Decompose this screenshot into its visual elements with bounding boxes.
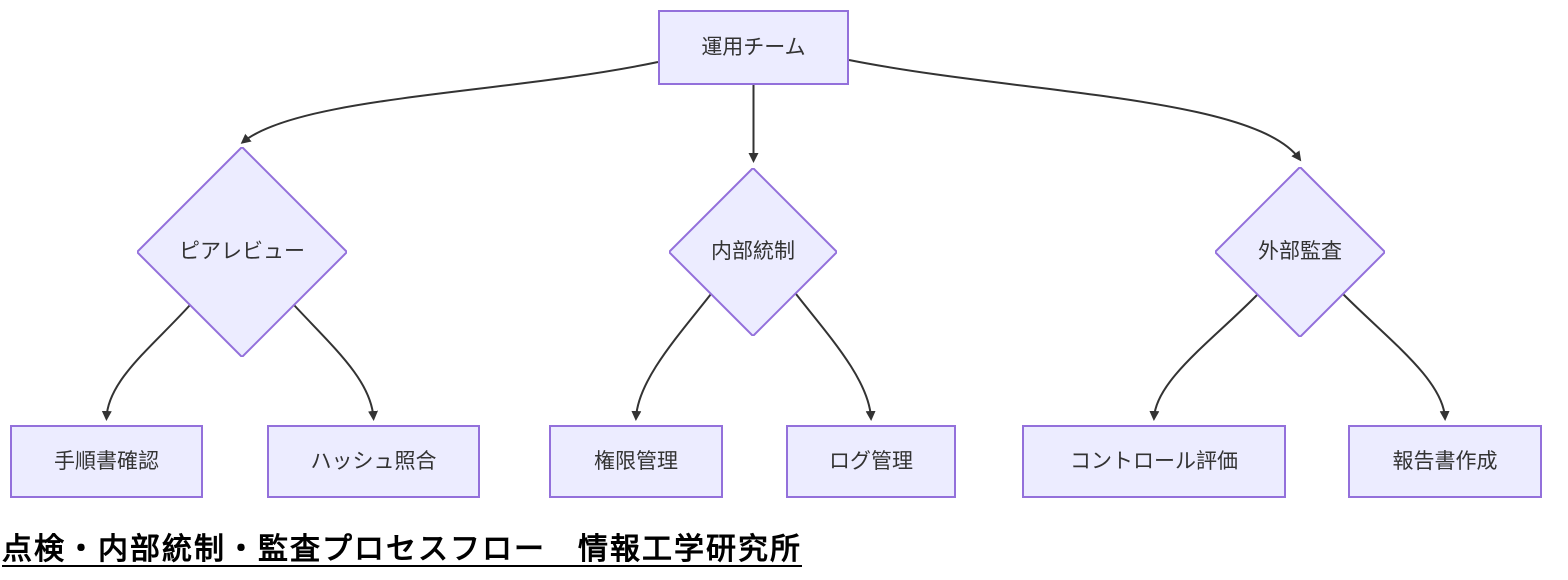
- node-hash-verification-label: ハッシュ照合: [310, 449, 437, 473]
- node-procedure-check-label: 手順書確認: [54, 449, 159, 473]
- edge-root-to-peer-review: [240, 61, 659, 144]
- edge-peer-review-to-procedure-check: [101, 304, 191, 421]
- diamond-shape: [137, 147, 347, 357]
- node-report-creation-label: 報告書作成: [1392, 449, 1498, 473]
- node-report-creation: 報告書作成: [1348, 425, 1542, 498]
- diamond-shape: [1215, 167, 1385, 337]
- node-peer-review: ピアレビュー: [137, 147, 347, 357]
- node-hash-verification: ハッシュ照合: [267, 425, 480, 498]
- node-control-evaluation: コントロール評価: [1022, 425, 1286, 498]
- edge-external-audit-to-report-creation: [1342, 293, 1450, 421]
- edge-peer-review-to-hash-verification: [293, 304, 379, 421]
- node-external-audit: 外部監査: [1215, 167, 1385, 337]
- node-control-evaluation-label: コントロール評価: [1070, 449, 1238, 473]
- node-permission-management: 権限管理: [549, 425, 723, 498]
- node-internal-control-label: 内部統制: [711, 240, 795, 264]
- node-log-management-label: ログ管理: [829, 449, 913, 473]
- node-external-audit-label: 外部監査: [1258, 240, 1342, 264]
- node-procedure-check: 手順書確認: [10, 425, 203, 498]
- node-operation-team: 運用チーム: [658, 10, 849, 85]
- node-log-management: ログ管理: [786, 425, 956, 498]
- diamond-shape: [669, 168, 837, 336]
- node-internal-control: 内部統制: [669, 168, 837, 336]
- node-operation-team-label: 運用チーム: [701, 35, 806, 59]
- diagram-caption: 点検・内部統制・監査プロセスフロー 情報工学研究所: [2, 533, 802, 566]
- node-peer-review-label: ピアレビュー: [179, 240, 305, 264]
- edge-internal-control-to-log-management: [795, 293, 876, 421]
- edge-root-to-external-audit: [848, 59, 1302, 162]
- node-permission-management-label: 権限管理: [594, 449, 678, 473]
- edge-internal-control-to-permission-management: [631, 293, 712, 421]
- edge-external-audit-to-control-evaluation: [1149, 293, 1259, 421]
